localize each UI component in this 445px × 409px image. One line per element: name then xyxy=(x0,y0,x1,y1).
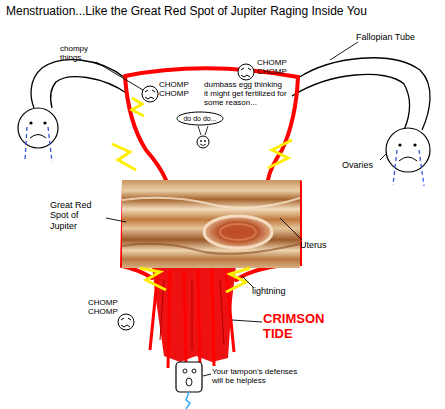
tide-streak xyxy=(168,270,170,368)
tampon-body xyxy=(176,362,202,392)
ovary-eye xyxy=(29,121,32,124)
egg-eye xyxy=(204,140,206,142)
chompy-thing xyxy=(238,64,254,80)
ovary-circle xyxy=(18,108,58,148)
sound-text: CHOMP CHOMP xyxy=(159,80,193,98)
chompy-face xyxy=(121,318,131,327)
leader-lines xyxy=(96,42,386,376)
egg-circle xyxy=(197,136,209,148)
bubble-pointer xyxy=(198,126,208,135)
ovary-eye xyxy=(398,143,401,146)
leader-line xyxy=(96,62,143,90)
bubble-outline xyxy=(177,112,223,125)
tube-line xyxy=(51,77,128,108)
ovary-left xyxy=(18,108,58,162)
leader-line xyxy=(280,218,302,240)
spot-swirl xyxy=(220,224,256,240)
part-label: Great Red Spot of Jupiter xyxy=(50,200,108,231)
leader-line xyxy=(380,154,386,160)
lightning-bolt xyxy=(112,144,136,170)
sound-text: CHOMP CHOMP xyxy=(88,298,122,316)
jupiter-swirl xyxy=(122,244,300,254)
tube-line xyxy=(298,58,430,130)
tube-line xyxy=(292,74,410,130)
jupiter-swirl xyxy=(122,198,300,208)
tide-streaks xyxy=(150,270,234,370)
lightning-bolts xyxy=(112,98,292,292)
tear xyxy=(393,150,397,185)
bubble-text: do do do... xyxy=(176,111,224,126)
chompy-thing xyxy=(118,314,134,330)
egg-eye xyxy=(200,140,202,142)
tear xyxy=(25,127,27,160)
tide-streak xyxy=(220,280,224,345)
jupiter-bands xyxy=(122,180,300,268)
crimson-tide xyxy=(150,266,236,370)
leader-line xyxy=(232,320,262,322)
part-label: Ovaries xyxy=(342,160,373,170)
tide-streaks xyxy=(160,280,224,350)
chompy-body xyxy=(118,314,134,330)
egg xyxy=(197,126,209,148)
ovary-circle xyxy=(386,128,430,172)
part-label: chompy things xyxy=(60,44,100,62)
egg-smile xyxy=(200,144,206,146)
ovary-frown xyxy=(399,157,417,161)
tide-flow xyxy=(152,266,236,362)
lightning-bolt xyxy=(268,140,292,168)
tampon-string xyxy=(186,392,190,409)
ovary-eye xyxy=(413,143,416,146)
speech-bubble: do do do... xyxy=(176,111,224,126)
chompy-face xyxy=(241,68,251,77)
ovary-eye xyxy=(43,121,46,124)
lightning-bolt xyxy=(132,98,144,116)
tide-streak xyxy=(226,270,234,352)
leader-line xyxy=(330,42,358,60)
ovary-frown xyxy=(30,135,46,139)
tampon-mouth xyxy=(186,378,192,386)
chompy-body xyxy=(238,64,254,80)
part-label: lightning xyxy=(252,286,286,296)
tear xyxy=(419,150,424,186)
note-text: dumbass egg thinking it might get fertil… xyxy=(204,80,288,108)
ovary-right xyxy=(386,128,430,186)
jupiter-image xyxy=(122,180,300,268)
tide-streak xyxy=(192,280,193,350)
chompy-face xyxy=(145,90,155,99)
chompy-thing xyxy=(142,86,158,102)
chompy-body xyxy=(142,86,158,102)
leader-line xyxy=(106,218,126,222)
great-red-spot xyxy=(204,216,272,248)
sound-text: CHOMP CHOMP xyxy=(257,58,291,76)
uterus-outline xyxy=(125,68,298,180)
tide-streak xyxy=(184,270,186,366)
tear xyxy=(48,127,52,162)
lightning-bolt xyxy=(140,268,166,290)
note-text: Your tampon's defenses will be helpless xyxy=(212,367,304,385)
part-label: Uterus xyxy=(300,240,327,250)
tide-label: CRIMSON TIDE xyxy=(263,312,335,342)
tide-streak xyxy=(212,270,214,366)
tampon-eye xyxy=(192,369,196,373)
tide-streak xyxy=(198,270,200,370)
tampon-eye xyxy=(183,369,187,373)
leader-line xyxy=(203,374,211,376)
part-label: Fallopian Tube xyxy=(356,32,415,42)
diagram-title: Menstruation...Like the Great Red Spot o… xyxy=(6,5,367,19)
tampon xyxy=(176,362,202,409)
